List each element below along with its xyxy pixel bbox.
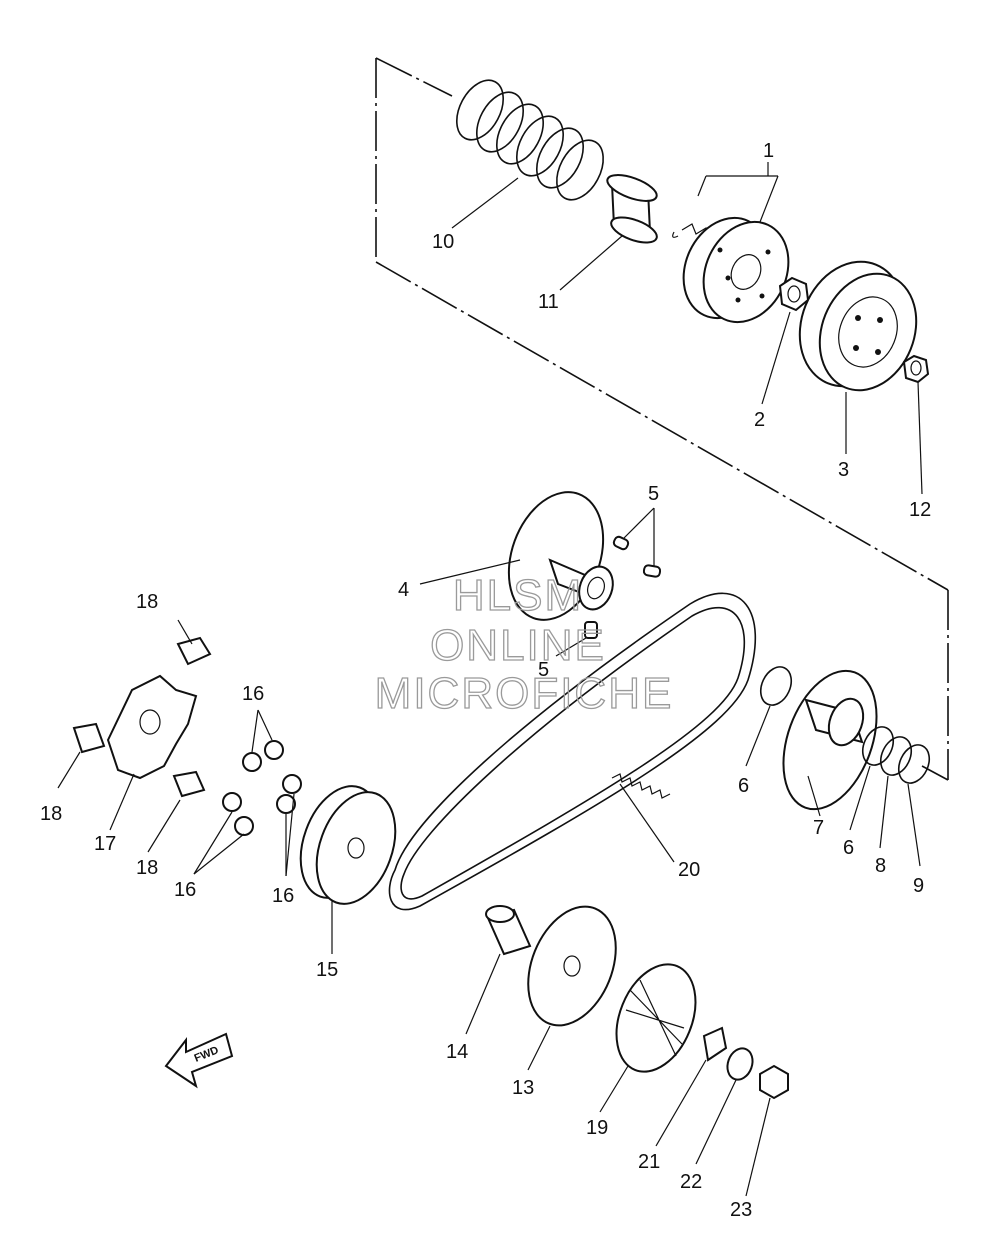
callout-15: 15 (316, 959, 338, 981)
part-20-v-belt (388, 592, 757, 911)
callout-2: 2 (754, 409, 765, 431)
callout-22: 22 (680, 1171, 702, 1193)
watermark-line-2: ONLINE (430, 621, 606, 670)
part-12-nut (902, 354, 930, 384)
callout-4: 4 (398, 579, 409, 601)
callout-10: 10 (432, 231, 454, 253)
callout-16-left: 16 (174, 879, 196, 901)
callout-6-left: 6 (738, 775, 749, 797)
callout-18-top: 18 (136, 591, 158, 613)
part-14-collar (485, 905, 532, 956)
watermark-line-1: HLSM (453, 571, 583, 620)
part-3-clutch-housing (798, 260, 918, 392)
callout-labels: 1 2 3 4 5 5 6 6 7 8 9 10 11 12 13 14 15 … (40, 140, 931, 1221)
callout-3: 3 (838, 459, 849, 481)
callout-21: 21 (638, 1151, 660, 1173)
parts-6-8-9-rings (759, 666, 931, 784)
part-13-fixed-sheave (527, 905, 617, 1027)
watermark: HLSM ONLINE MICROFICHE (374, 570, 674, 718)
parts-21-22-23-hardware (702, 1026, 789, 1100)
callout-7: 7 (813, 817, 824, 839)
callout-18-bottom: 18 (136, 857, 158, 879)
callout-11: 11 (538, 291, 559, 313)
part-19-fan (615, 963, 697, 1073)
callout-9: 9 (913, 875, 924, 897)
callout-6-right: 6 (843, 837, 854, 859)
callout-19: 19 (586, 1117, 608, 1139)
assembly-group-frame (375, 57, 949, 781)
part-7-sliding-sheave (782, 669, 878, 811)
callout-20: 20 (678, 859, 700, 881)
part-17-cam-plate (106, 674, 198, 780)
callout-17: 17 (94, 833, 116, 855)
part-4-secondary-sheave (507, 491, 614, 621)
part-11-spring-guide (606, 174, 658, 244)
callout-14: 14 (446, 1041, 468, 1063)
part-5-pins (584, 535, 662, 639)
part-18-sliders (72, 636, 212, 798)
part-15-primary-sheave (299, 785, 397, 905)
callout-16-right: 16 (272, 885, 294, 907)
callout-16-top: 16 (242, 683, 264, 705)
part-16-weight-rollers (222, 740, 302, 836)
callout-18-left: 18 (40, 803, 62, 825)
callout-12: 12 (909, 499, 931, 521)
callout-13: 13 (512, 1077, 534, 1099)
callout-8: 8 (875, 855, 886, 877)
part-10-clutch-spring (456, 79, 604, 201)
callout-23: 23 (730, 1199, 752, 1221)
callout-1: 1 (763, 140, 774, 162)
watermark-line-3: MICROFICHE (375, 669, 674, 718)
callout-5-lower: 5 (538, 659, 549, 681)
part-1-clutch-carrier (672, 216, 790, 324)
leader-lines (57, 162, 923, 1197)
part-2-nut (778, 276, 810, 312)
callout-5-upper: 5 (648, 483, 659, 505)
fwd-direction-arrow-icon: FWD (164, 1032, 234, 1089)
